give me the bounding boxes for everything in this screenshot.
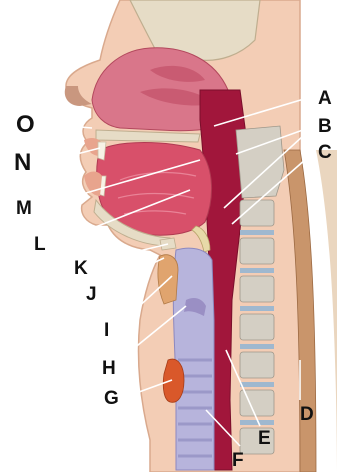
label-O: O [16, 111, 35, 138]
label-D: D [300, 404, 314, 425]
label-G: G [104, 388, 119, 409]
label-B: B [318, 116, 332, 137]
label-I: I [104, 320, 109, 341]
thyroid-gland [163, 359, 184, 402]
label-A: A [318, 88, 332, 109]
label-F: F [232, 450, 244, 471]
label-C: C [318, 142, 332, 163]
label-J: J [86, 284, 97, 305]
label-L: L [34, 234, 46, 255]
cervical-vertebrae [240, 200, 274, 454]
label-K: K [74, 258, 88, 279]
label-M: M [16, 198, 32, 219]
label-E: E [258, 428, 271, 449]
atlas-axis [236, 126, 284, 198]
label-N: N [14, 149, 31, 176]
label-H: H [102, 358, 116, 379]
